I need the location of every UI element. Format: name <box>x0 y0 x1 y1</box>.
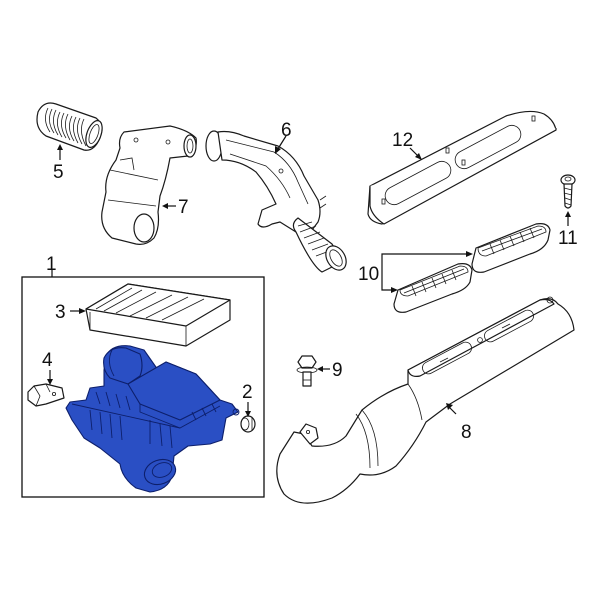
callout-6[interactable]: 6 <box>281 120 292 141</box>
air-cleaner-housing-highlighted[interactable] <box>65 345 240 493</box>
callout-9[interactable]: 9 <box>332 360 343 381</box>
callout-12[interactable]: 12 <box>392 130 413 151</box>
callout-10[interactable]: 10 <box>358 264 379 285</box>
intake-screen-part-10-upper[interactable] <box>471 223 551 273</box>
air-intake-tube-part-8[interactable] <box>276 296 575 504</box>
grommet-part-2[interactable] <box>240 415 256 433</box>
assembly-group-box <box>21 276 265 498</box>
screw-part-11[interactable] <box>560 174 576 209</box>
callout-11[interactable]: 11 <box>558 228 578 249</box>
resonator-part-7[interactable] <box>101 125 197 245</box>
intake-screen-part-10-lower[interactable] <box>393 263 473 313</box>
mass-airflow-sensor-part-4[interactable] <box>27 383 65 407</box>
air-inlet-duct-part-6[interactable] <box>205 130 350 274</box>
callout-1[interactable]: 1 <box>46 254 57 275</box>
intake-cover-part-12[interactable] <box>367 110 557 225</box>
callout-7[interactable]: 7 <box>178 197 189 218</box>
bolt-part-9[interactable] <box>296 355 318 387</box>
callout-8[interactable]: 8 <box>461 422 472 443</box>
air-filter-part-3[interactable] <box>85 283 231 347</box>
intake-hose-part-5[interactable] <box>36 102 105 151</box>
callout-4[interactable]: 4 <box>42 350 53 371</box>
callout-2[interactable]: 2 <box>242 382 253 403</box>
callout-5[interactable]: 5 <box>53 162 64 183</box>
callout-3[interactable]: 3 <box>55 302 66 323</box>
leader-10 <box>381 253 470 291</box>
